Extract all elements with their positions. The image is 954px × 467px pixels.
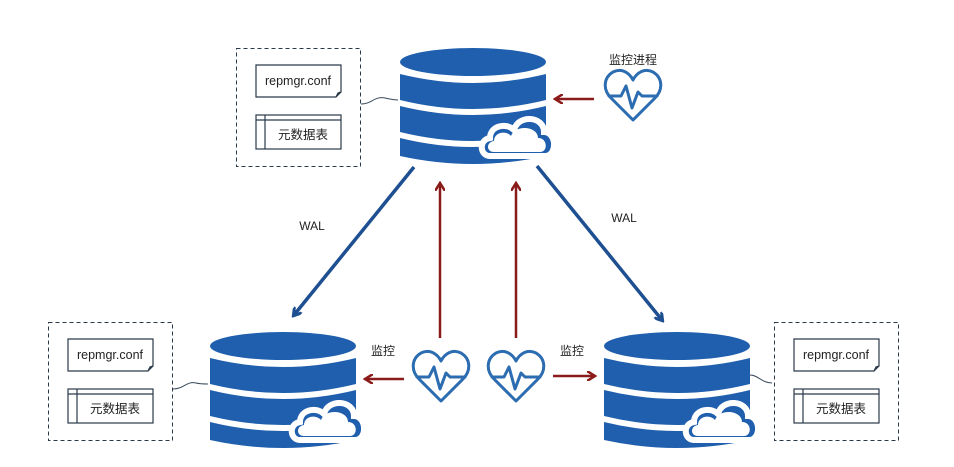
database-cloud-icon — [604, 332, 758, 448]
monitor-label-right: 监控 — [560, 344, 584, 358]
connector-right-config — [749, 374, 773, 384]
wal-arrow-right — [535, 164, 662, 320]
metadata-table-label: 元数据表 — [816, 401, 867, 416]
metadata-table-label: 元数据表 — [90, 401, 141, 416]
metadata-table-label: 元数据表 — [278, 127, 329, 142]
database-primary[interactable] — [400, 48, 554, 164]
monitor-label-primary: 监控进程 — [609, 52, 657, 67]
database-cloud-icon — [400, 48, 554, 164]
connector-left-config — [172, 382, 209, 390]
wal-label-left: WAL — [299, 219, 325, 233]
wal-arrow-left — [294, 165, 416, 315]
config-file-label: repmgr.conf — [803, 348, 870, 362]
config-box-primary: repmgr.conf 元数据表 — [235, 47, 362, 168]
config-box-standby-right: repmgr.conf 元数据表 — [773, 321, 900, 442]
config-file-label: repmgr.conf — [265, 74, 332, 88]
monitor-process-left[interactable]: 监控 — [371, 344, 471, 403]
heartbeat-icon — [603, 68, 663, 122]
wal-label-right: WAL — [611, 211, 637, 225]
config-box-standby-left: repmgr.conf 元数据表 — [47, 321, 174, 442]
heartbeat-icon — [411, 349, 471, 403]
config-file-label: repmgr.conf — [77, 348, 144, 362]
connector-primary-config — [360, 97, 399, 105]
monitor-process-primary[interactable]: 监控进程 — [603, 52, 663, 122]
monitor-process-right[interactable]: 监控 — [486, 344, 584, 403]
database-cloud-icon — [210, 332, 364, 448]
database-standby-left[interactable] — [210, 332, 364, 448]
monitor-label-left: 监控 — [371, 344, 395, 358]
database-standby-right[interactable] — [604, 332, 758, 448]
heartbeat-icon — [486, 349, 546, 403]
